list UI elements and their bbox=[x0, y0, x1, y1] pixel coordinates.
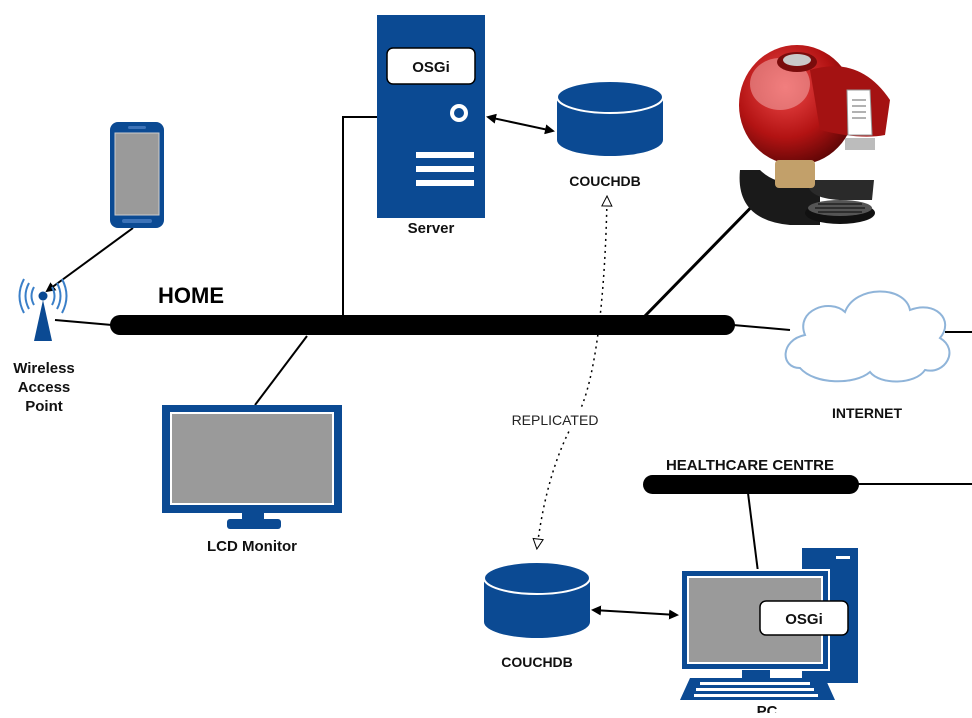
couchdb-pc-arrow bbox=[591, 605, 679, 620]
server-icon bbox=[377, 15, 485, 218]
server-couchdb-arrow bbox=[486, 113, 555, 135]
pc-label: PC bbox=[757, 703, 778, 713]
healthcare-bus bbox=[643, 475, 859, 494]
wireless-ap-label-line3: Point bbox=[25, 398, 63, 415]
wireless-access-point-icon bbox=[18, 278, 68, 341]
home-bus bbox=[110, 315, 735, 335]
replicated-label: REPLICATED bbox=[512, 412, 599, 428]
cloud-icon bbox=[784, 290, 951, 383]
connection-lines bbox=[54, 116, 972, 573]
server-osgi-badge: OSGi bbox=[412, 59, 450, 76]
replication-link bbox=[537, 197, 607, 548]
coffee-machine-icon bbox=[739, 45, 890, 225]
server-label: Server bbox=[408, 220, 455, 237]
home-bus-label: HOME bbox=[158, 283, 224, 308]
healthcare-bus-label: HEALTHCARE CENTRE bbox=[666, 457, 834, 474]
smartphone-icon bbox=[110, 122, 164, 228]
couchdb-centre-label: COUCHDB bbox=[501, 654, 573, 670]
pc-icon bbox=[680, 548, 858, 700]
couchdb-home-label: COUCHDB bbox=[569, 173, 641, 189]
wireless-ap-label-line2: Access bbox=[18, 379, 71, 396]
database-icon-centre bbox=[483, 561, 591, 638]
wireless-ap-label-line1: Wireless bbox=[13, 360, 75, 377]
internet-label: INTERNET bbox=[832, 405, 902, 421]
lcd-monitor-icon bbox=[162, 405, 342, 529]
lcd-monitor-label: LCD Monitor bbox=[207, 538, 297, 555]
database-icon-home bbox=[556, 80, 664, 156]
phone-to-ap-arrow bbox=[45, 227, 134, 293]
pc-osgi-badge: OSGi bbox=[785, 611, 823, 628]
